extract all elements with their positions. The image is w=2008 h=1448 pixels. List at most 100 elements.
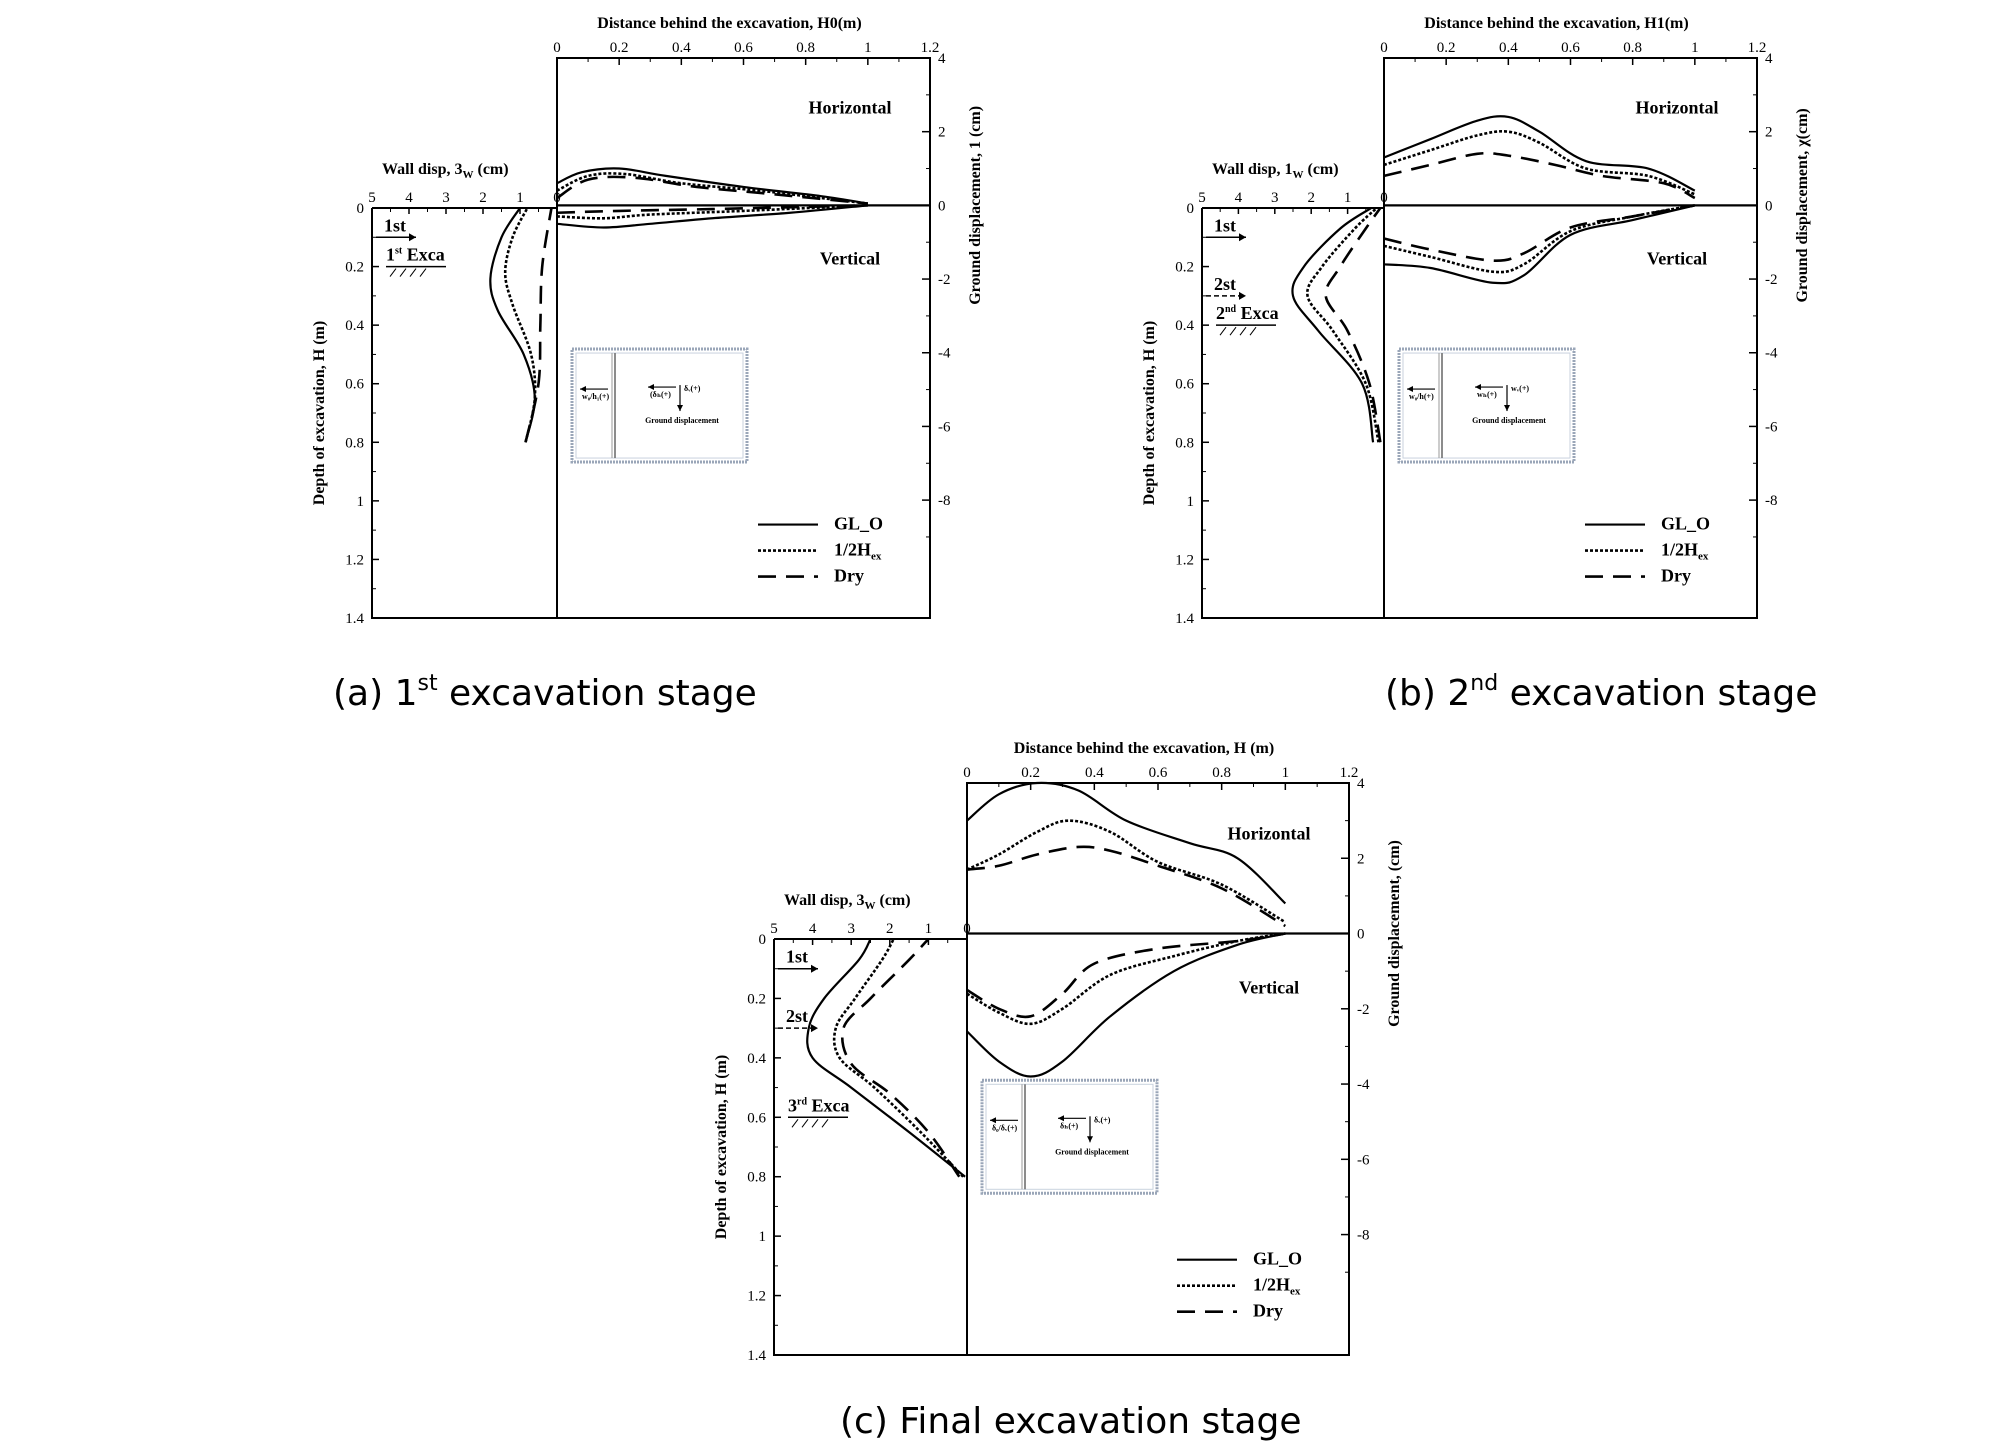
hatch-mark [399, 268, 407, 277]
hatch-mark [419, 268, 427, 277]
wall-tick-label: 2 [886, 921, 894, 937]
distance-tick-label: 0.6 [1149, 765, 1168, 781]
hatch-mark [389, 268, 397, 277]
ground-tick-label: -4 [938, 346, 951, 362]
wall-tick-label: 5 [368, 190, 376, 206]
distance-tick-label: 0.8 [796, 40, 815, 56]
wall-axis-title-unit: (cm) [875, 892, 910, 909]
top-axis-title: Distance behind the excavation, H0(m) [597, 15, 861, 32]
depth-tick-label: 1 [357, 494, 365, 510]
wall-tick-label: 2 [479, 190, 487, 206]
ground-tick-label: -6 [938, 419, 951, 435]
distance-tick-label: 0.2 [1437, 40, 1456, 56]
ground-tick-label: -8 [1765, 493, 1778, 509]
excavation-label: 3rd Exca [788, 1095, 850, 1115]
depth-tick-label: 1 [1187, 494, 1195, 510]
legend-name: 1/2H [834, 540, 871, 560]
inset-v-label: δᵥ(+) [1094, 1115, 1111, 1124]
stage-arrowhead [1239, 291, 1246, 300]
inset-h-label: δₕ(+) [1060, 1121, 1079, 1130]
legend-label: GL_O [834, 514, 883, 534]
inset-schematic: w₀/h₁(+)(δₕ(+)δᵥ(+)Ground displacement [570, 347, 749, 464]
distance-tick-label: 0 [553, 40, 561, 56]
wall-axis-title: Wall disp, 1W (cm) [1212, 161, 1339, 181]
ground-tick-label: -8 [1357, 1228, 1370, 1244]
wall-axis-title-unit: (cm) [473, 161, 508, 178]
ground-tick-label: 0 [1765, 198, 1773, 214]
vertical-label: Vertical [820, 248, 880, 268]
caption-main: (c) Final excavation stage [840, 1401, 1301, 1442]
series-GL_O-horizontal-line [966, 781, 1287, 905]
series-Dry-wall-line [524, 207, 553, 443]
distance-tick-label: 0 [963, 765, 971, 781]
ground-tick-label: 0 [1357, 927, 1365, 943]
depth-tick-label: 1.2 [1175, 552, 1194, 568]
wall-tick-label: 3 [442, 190, 450, 206]
stage-arrowhead [409, 233, 416, 242]
wall-axis-title-main: Wall disp, 1 [1212, 161, 1292, 178]
series-GL_O-vertical-line [556, 204, 868, 229]
excavation-num: 1 [386, 245, 395, 265]
hatch-mark [791, 1118, 799, 1128]
caption-main: (a) 1 [333, 673, 418, 714]
stage-arrowhead [811, 964, 818, 973]
legend-sub: ex [871, 551, 882, 563]
stage-marker-label: 1st [786, 947, 808, 967]
excavation-num: 3 [788, 1095, 797, 1115]
inset-wall-label: δ₀/δᵥ(+) [992, 1123, 1018, 1132]
caption-sup: nd [1470, 671, 1498, 696]
wall-axis-title-unit: (cm) [1303, 161, 1338, 178]
depth-tick-label: 0.2 [747, 991, 766, 1007]
series-1/2H-horizontal-line [1383, 130, 1696, 196]
series-Dry-horizontal-line [1383, 151, 1696, 200]
distance-tick-label: 1.2 [1340, 765, 1359, 781]
wall-tick-label: 1 [516, 190, 524, 206]
ground-tick-label: -2 [1765, 272, 1778, 288]
panel-caption: (c) Final excavation stage [840, 1401, 1301, 1442]
stage-marker-label: 2st [786, 1006, 808, 1026]
stage-marker-label: 2st [1214, 274, 1236, 294]
ground-tick-label: 4 [1357, 776, 1365, 792]
hatch-mark [801, 1118, 809, 1128]
caption-sup: st [418, 671, 438, 696]
depth-tick-label: 0.2 [1175, 260, 1194, 276]
distance-tick-label: 0.2 [610, 40, 629, 56]
depth-tick-label: 1 [759, 1229, 767, 1245]
depth-tick-label: 1.4 [747, 1348, 766, 1364]
inset-v-arrowhead [1504, 405, 1510, 412]
inset-wall-label: w₀/h₁(+) [582, 392, 609, 401]
axes-frame [773, 782, 1350, 1356]
inset-h-arrowhead [1058, 1115, 1064, 1122]
inset-inner-frame [1402, 352, 1571, 459]
series-1/2H-horizontal-line [966, 819, 1286, 924]
inset-schematic: w₀/h(+)wₕ(+)wᵥ(+)Ground displacement [1397, 347, 1576, 464]
depth-tick-label: 0.2 [345, 260, 364, 276]
inset-inner-frame [985, 1083, 1154, 1190]
depth-tick-label: 0 [1187, 201, 1195, 217]
wall-axis-title-sub: W [864, 900, 875, 912]
wall-tick-label: 2 [1307, 190, 1315, 206]
depth-axis-title: Depth of excavation, H (m) [713, 1055, 730, 1239]
inset-v-label: wᵥ(+) [1511, 384, 1529, 393]
inset-inner-frame [575, 352, 744, 459]
depth-axis-title: Depth of excavation, H (m) [1141, 321, 1158, 505]
ground-tick-label: 2 [938, 125, 946, 141]
ground-axis-title: Ground displacement, 1 (cm) [967, 106, 984, 305]
stage-arrowhead [811, 1024, 818, 1033]
inset-h-arrowhead [648, 384, 654, 391]
excavation-num: 2 [1216, 303, 1225, 323]
series-1/2H-wall-line [1306, 207, 1380, 443]
ground-tick-label: -6 [1765, 419, 1778, 435]
hatch-mark [1239, 326, 1247, 336]
top-axis-title: Distance behind the excavation, H (m) [1014, 740, 1274, 757]
depth-tick-label: 0.8 [747, 1170, 766, 1186]
series-1/2H-horizontal-line [556, 172, 868, 205]
depth-tick-label: 0.6 [1175, 377, 1194, 393]
caption-rest: excavation stage [1498, 673, 1817, 714]
legend-label: GL_O [1253, 1249, 1302, 1269]
legend-sub: ex [1698, 551, 1709, 563]
caption-rest: excavation stage [438, 673, 757, 714]
